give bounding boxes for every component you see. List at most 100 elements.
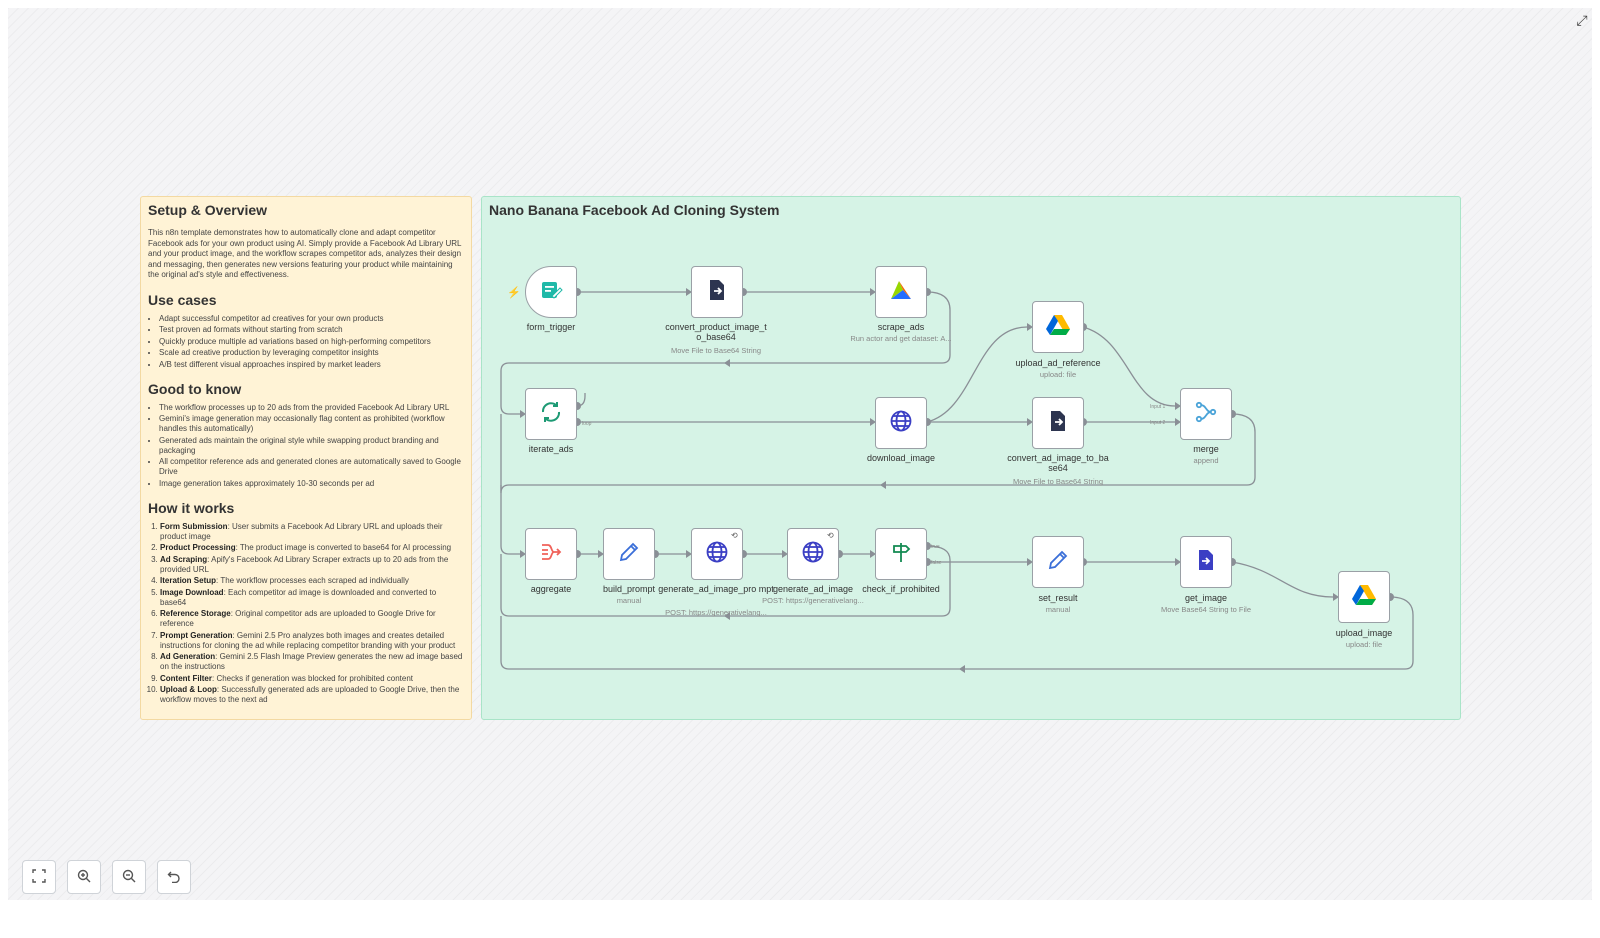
list-item: Gemini's image generation may occasional… — [159, 414, 463, 434]
form-icon — [538, 277, 564, 308]
port-label-input2: Input 2 — [1150, 420, 1166, 426]
node-subtitle: upload: file — [1039, 370, 1077, 379]
node-scrape-ads[interactable] — [875, 266, 927, 318]
list-item: Product Processing: The product image is… — [160, 543, 463, 553]
use-cases-heading: Use cases — [148, 291, 217, 308]
step-text: : Checks if generation was blocked for p… — [212, 673, 414, 683]
how-it-works-list: Form Submission: User submits a Facebook… — [148, 522, 463, 706]
node-label: upload_ad_reference — [1015, 358, 1101, 368]
node-subtitle: Move Base64 String to File — [1160, 605, 1252, 614]
node-generate-ad-image-prompt[interactable]: ⟲ — [691, 528, 743, 580]
list-item: Adapt successful competitor ad creatives… — [159, 314, 463, 324]
node-subtitle: upload: file — [1345, 640, 1383, 649]
apify-icon — [888, 277, 914, 308]
node-subtitle: Move File to Base64 String — [670, 346, 762, 355]
file-export-icon — [1194, 548, 1218, 577]
port-label-false: false — [931, 560, 942, 566]
step-name: Content Filter — [160, 673, 212, 683]
node-aggregate[interactable] — [525, 528, 577, 580]
step-name: Image Download — [160, 587, 224, 597]
step-name: Form Submission — [160, 521, 228, 531]
step-name: Iteration Setup — [160, 576, 217, 585]
list-item: Scale ad creative production by leveragi… — [159, 348, 463, 358]
list-item: Ad Scraping: Apify's Facebook Ad Library… — [160, 555, 463, 575]
zoom-in-button[interactable] — [67, 860, 101, 894]
step-text: : Gemini 2.5 Pro analyzes both images an… — [160, 630, 456, 650]
node-label: scrape_ads — [877, 322, 925, 332]
globe-icon — [801, 540, 825, 569]
step-text: : Each competitor ad image is downloaded… — [160, 587, 437, 607]
node-merge[interactable] — [1180, 388, 1232, 440]
node-generate-ad-image[interactable]: ⟲ — [787, 528, 839, 580]
node-label: build_prompt — [602, 584, 656, 594]
node-download-image[interactable] — [875, 397, 927, 449]
step-text: : The product image is converted to base… — [235, 543, 452, 552]
list-item: Quickly produce multiple ad variations b… — [159, 337, 463, 347]
step-name: Reference Storage — [160, 609, 231, 618]
fit-view-button[interactable] — [22, 860, 56, 894]
node-label: get_image — [1184, 593, 1228, 603]
use-cases-list: Adapt successful competitor ad creatives… — [148, 314, 463, 370]
node-upload-ad-reference[interactable] — [1032, 301, 1084, 353]
step-text: : The workflow processes each scraped ad… — [216, 576, 409, 585]
expand-icon[interactable]: ⤢ — [1576, 12, 1588, 28]
retry-icon: ⟲ — [731, 531, 738, 540]
step-name: Product Processing — [160, 543, 236, 552]
node-subtitle: manual — [1045, 605, 1071, 614]
sticky-ad-cloning-system[interactable]: Nano Banana Facebook Ad Cloning System — [481, 196, 1461, 720]
sticky-setup-overview[interactable]: Setup & Overview This n8n template demon… — [140, 196, 472, 720]
file-convert-icon — [705, 278, 729, 307]
fit-view-icon — [32, 868, 46, 886]
list-item: Image generation takes approximately 10-… — [159, 479, 463, 489]
globe-icon — [705, 540, 729, 569]
loop-icon — [539, 400, 563, 429]
node-check-if-prohibited[interactable] — [875, 528, 927, 580]
list-item: Iteration Setup: The workflow processes … — [160, 576, 463, 586]
good-to-know-list: The workflow processes up to 20 ads from… — [148, 403, 463, 489]
node-subtitle: POST: https://generativelang... — [665, 608, 767, 617]
sticky-intro: This n8n template demonstrates how to au… — [148, 228, 462, 279]
list-item: Generated ads maintain the original styl… — [159, 436, 463, 456]
connection-edge — [500, 545, 951, 617]
how-it-works-heading: How it works — [148, 499, 235, 516]
node-set-result[interactable] — [1032, 536, 1084, 588]
node-build-prompt[interactable] — [603, 528, 655, 580]
google-drive-icon — [1045, 313, 1071, 342]
step-name: Ad Generation — [160, 652, 216, 661]
good-to-know-heading: Good to know — [148, 380, 242, 397]
node-get-image[interactable] — [1180, 536, 1232, 588]
list-item: All competitor reference ads and generat… — [159, 457, 463, 477]
globe-icon — [889, 409, 913, 438]
node-subtitle: Run actor and get dataset: A... — [850, 334, 952, 343]
connection-edge — [1231, 561, 1334, 598]
undo-icon — [167, 869, 181, 886]
list-item: Ad Generation: Gemini 2.5 Flash Image Pr… — [160, 652, 463, 672]
node-convert-ad-image[interactable] — [1032, 397, 1084, 449]
list-item: A/B test different visual approaches ins… — [159, 360, 463, 370]
node-label: generate_ad_image_pro mpt — [658, 584, 774, 594]
connection-edge — [500, 596, 1414, 670]
step-text: : User submits a Facebook Ad Library URL… — [160, 521, 443, 541]
list-item: Prompt Generation: Gemini 2.5 Pro analyz… — [160, 631, 463, 651]
reset-zoom-button[interactable] — [157, 860, 191, 894]
node-label: set_result — [1038, 593, 1078, 603]
node-iterate-ads[interactable] — [525, 388, 577, 440]
node-subtitle: manual — [616, 596, 642, 605]
connection-edge — [500, 291, 951, 415]
port-label-true: true — [931, 544, 940, 550]
zoom-out-icon — [122, 869, 136, 886]
connection-edge — [500, 485, 520, 555]
zoom-out-button[interactable] — [112, 860, 146, 894]
node-label: merge — [1193, 444, 1219, 454]
connection-edge — [500, 413, 1256, 494]
list-item: Upload & Loop: Successfully generated ad… — [160, 685, 463, 705]
node-convert-product-image[interactable] — [691, 266, 743, 318]
node-form-trigger[interactable] — [525, 266, 577, 318]
google-drive-icon — [1351, 583, 1377, 612]
file-convert-icon — [1046, 409, 1070, 438]
step-text: : Gemini 2.5 Flash Image Preview generat… — [160, 652, 463, 671]
node-label: download_image — [866, 453, 936, 463]
node-upload-image[interactable] — [1338, 571, 1390, 623]
node-label: aggregate — [530, 584, 572, 594]
